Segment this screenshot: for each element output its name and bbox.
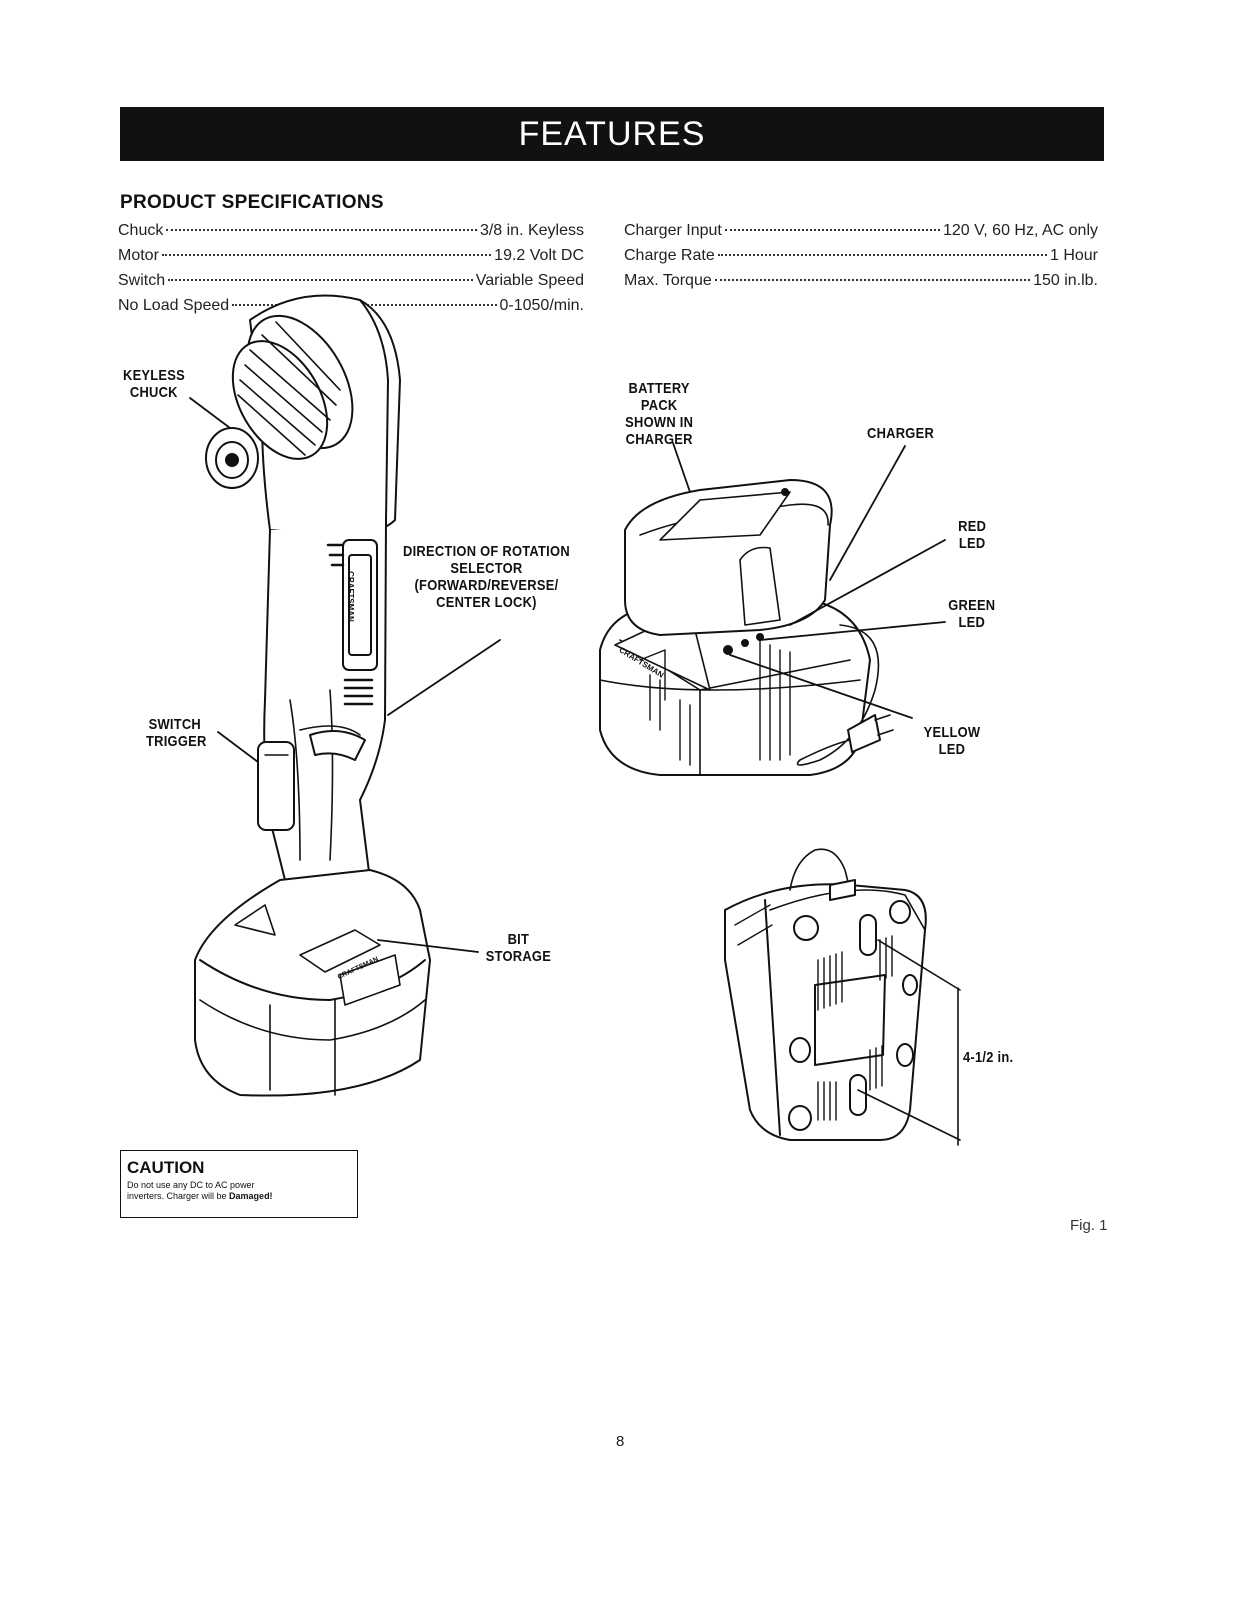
charger-with-battery-illustration (599, 479, 894, 776)
spec-title: PRODUCT SPECIFICATIONS (120, 192, 384, 213)
drill-battery-pack (194, 869, 431, 1097)
charger-label: CHARGER (867, 425, 935, 442)
direction-selector-label: DIRECTION OF ROTATION SELECTOR (FORWARD/… (402, 543, 570, 611)
leader-lines (189, 397, 961, 1146)
switch-trigger-label: SWITCH TRIGGER (146, 716, 207, 750)
features-banner: FEATURES (120, 107, 1104, 161)
keyless-chuck-label: KEYLESS CHUCK (123, 367, 186, 401)
green-led-label: GREEN LED (948, 597, 996, 631)
red-led-label: RED LED (958, 518, 987, 552)
dimension-label: 4-1/2 in. (963, 1049, 1014, 1066)
caution-box: CAUTION Do not use any DC to AC power in… (120, 1150, 358, 1218)
caution-heading: CAUTION (127, 1158, 205, 1177)
page-number: 8 (616, 1433, 625, 1450)
caution-text: Do not use any DC to AC power inverters.… (127, 1180, 273, 1201)
figure-label: Fig. 1 (1070, 1217, 1108, 1234)
battery-pack-label: BATTERY PACK SHOWN IN CHARGER (625, 380, 694, 448)
keyless-chuck (205, 314, 354, 489)
charger-bottom-view-illustration (724, 848, 927, 1141)
bit-storage-label: BIT STORAGE (485, 931, 552, 965)
brand-mark-drill: CRAFTSMAN (345, 571, 355, 622)
yellow-led-label: YELLOW LED (923, 724, 981, 758)
right-angle-drill-illustration (194, 294, 431, 1097)
